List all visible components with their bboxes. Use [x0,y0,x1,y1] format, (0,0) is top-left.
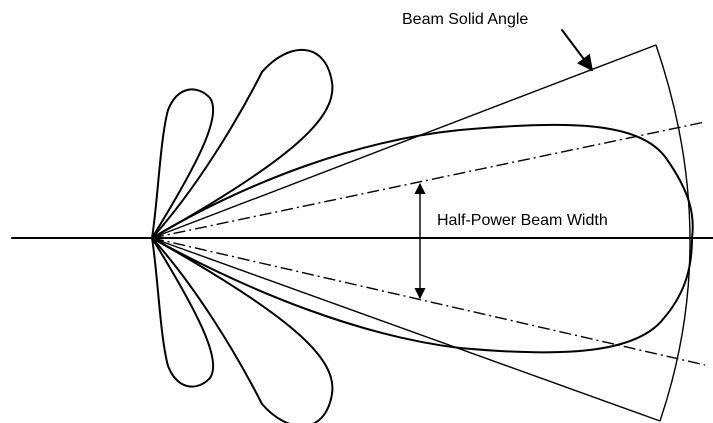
beam-solid-angle-label: Beam Solid Angle [402,11,528,28]
side-lobe-upper-inner [151,88,215,239]
main-lobe [151,123,694,354]
beam-solid-angle-lower-edge [151,237,661,422]
beam-solid-angle-upper-edge [151,44,657,239]
beam-solid-angle-sector [151,44,691,422]
beam-solid-angle-arc [655,44,691,422]
beam-solid-angle-pointer [561,29,593,72]
half-power-beam-width-label: Half-Power Beam Width [437,212,608,229]
side-lobe-upper-outer [151,48,334,239]
half-power-upper-line [151,121,706,239]
half-power-lower-line [151,237,706,366]
side-lobe-lower-inner [151,237,215,388]
side-lobe-lower-outer [151,237,334,423]
